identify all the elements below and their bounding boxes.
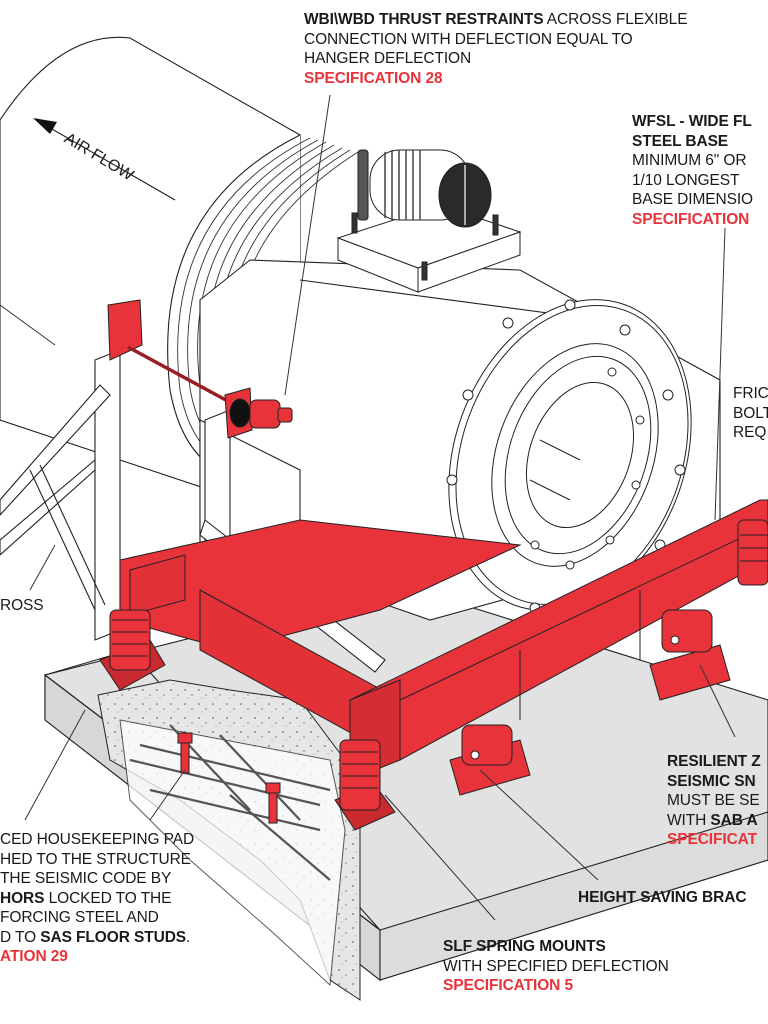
callout-wfsl-title2: STEEL BASE	[632, 132, 729, 150]
callout-pad-line6-post: .	[186, 928, 191, 946]
slf-spring-mount-front	[334, 739, 396, 831]
slf-spring-mount-right	[737, 519, 768, 586]
callout-wfsl-spec: SPECIFICATION	[632, 210, 750, 228]
callout-slf-title: SLF SPRING MOUNTS	[443, 938, 606, 955]
callout-friction: FRIC BOLT REQ	[733, 384, 768, 443]
callout-friction-line3: REQ	[733, 424, 767, 441]
callout-friction-line2: BOLT	[733, 404, 768, 422]
callout-height-saving-title: HEIGHT SAVING BRAC	[578, 889, 747, 906]
callout-wfsl-line1: MINIMUM 6" OR	[632, 152, 747, 169]
callout-thrust-restraints: WBI\WBD THRUST RESTRAINTS ACROSS FLEXIBL…	[304, 10, 688, 88]
callout-cross-line1: ROSS	[0, 597, 44, 614]
callout-pad-line6: D TO	[0, 928, 41, 946]
callout-friction-line1: FRIC	[733, 385, 768, 402]
callout-resilient-line1: MUST BE SE	[667, 792, 760, 809]
callout-housekeeping-pad: CED HOUSEKEEPING PAD HED TO THE STRUCTUR…	[0, 830, 194, 967]
callout-thrust-text: ACROSS FLEXIBLE	[543, 11, 688, 28]
callout-resilient-spec: SPECIFICAT	[667, 831, 757, 848]
callout-thrust-title: WBI\WBD THRUST RESTRAINTS	[304, 11, 544, 28]
motor	[336, 149, 522, 293]
fan-outlet-flange	[446, 299, 692, 614]
callout-resilient-title2: SEISMIC SN	[667, 772, 756, 790]
rebar-cutaway	[97, 679, 361, 1001]
callout-pad-line4: LOCKED TO THE	[44, 889, 172, 907]
callout-pad-line3: THE SEISMIC CODE BY	[0, 870, 172, 887]
callout-wfsl-line2: 1/10 LONGEST	[632, 171, 740, 189]
callout-thrust-line3: HANGER DEFLECTION	[304, 50, 472, 67]
seismic-snubber-rear	[649, 609, 731, 701]
callout-slf-spec: SPECIFICATION 5	[443, 977, 573, 994]
callout-wfsl-base: WFSL - WIDE FL STEEL BASE MINIMUM 6" OR …	[632, 112, 753, 229]
slf-spring-mount-left	[99, 609, 166, 691]
callout-resilient-snubber: RESILIENT Z SEISMIC SN MUST BE SE WITH S…	[667, 752, 761, 850]
seismic-snubber-front	[449, 724, 531, 796]
callout-pad-spec: ATION 29	[0, 948, 68, 965]
thrust-restraint	[107, 299, 293, 439]
airflow-arrow-icon	[33, 118, 176, 201]
callout-cross: ROSS	[0, 596, 44, 616]
callout-thrust-line2: CONNECTION WITH DEFLECTION EQUAL TO	[304, 30, 633, 48]
callout-pad-line5: FORCING STEEL AND	[0, 909, 159, 926]
callout-wfsl-line3: BASE DIMENSIO	[632, 191, 754, 208]
callout-pad-line6-bold: SAS FLOOR STUDS	[40, 928, 187, 946]
wfsl-steel-base	[119, 499, 768, 781]
callout-resilient-line2: WITH	[667, 811, 711, 829]
callout-resilient-line2-bold: SAB A	[710, 811, 758, 829]
callout-resilient-title: RESILIENT Z	[667, 753, 761, 770]
callout-thrust-spec: SPECIFICATION 28	[304, 69, 443, 87]
callout-height-saving: HEIGHT SAVING BRAC	[578, 888, 747, 908]
callout-slf-spring-mounts: SLF SPRING MOUNTS WITH SPECIFIED DEFLECT…	[443, 937, 669, 996]
callout-slf-line1: WITH SPECIFIED DEFLECTION	[443, 957, 669, 975]
leader-lines	[0, 94, 736, 921]
callout-pad-line4-bold: HORS	[0, 889, 45, 907]
callout-wfsl-title: WFSL - WIDE FL	[632, 113, 752, 130]
callout-pad-line2: HED TO THE STRUCTURE	[0, 850, 191, 868]
callout-pad-line1: CED HOUSEKEEPING PAD	[0, 831, 195, 848]
